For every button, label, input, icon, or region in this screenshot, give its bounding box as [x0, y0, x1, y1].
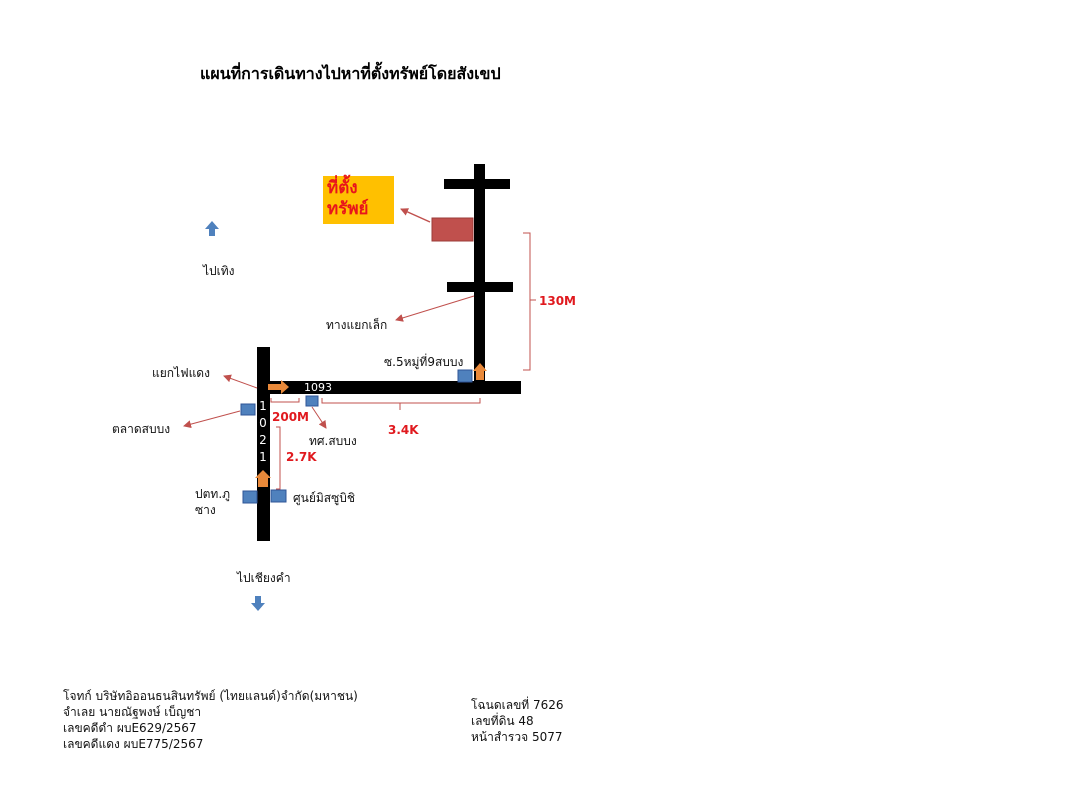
deed-info-line: โฉนดเลขที่ 7626	[471, 698, 564, 712]
label-mitsubishi-center: ศูนย์มิสซูบิชิ	[293, 491, 355, 505]
case-info-line: เลขคดีแดง ผบE775/2567	[63, 737, 204, 751]
case-info-line: เลขคดีดำ ผบE629/2567	[63, 721, 197, 735]
deed-info: โฉนดเลขที่ 7626 เลขที่ดิน 48 หน้าสำรวจ 5…	[471, 697, 564, 745]
orange-arrow-up-icon	[473, 363, 487, 380]
distance-2-7k: 2.7K	[286, 450, 317, 464]
case-info-line: จำเลย นายณัฐพงษ์ เบ็ญชา	[63, 705, 202, 719]
case-info: โจทก์ บริษัทอิออนธนสินทรัพย์ (ไทยแลนด์)จ…	[63, 688, 358, 752]
north-arrow-icon	[205, 221, 219, 236]
bracket-130m	[523, 232, 536, 371]
distance-200m: 200M	[272, 410, 309, 424]
deed-info-line: เลขที่ดิน 48	[471, 714, 534, 728]
marker-market	[240, 403, 256, 416]
pointer-site	[400, 208, 431, 223]
orange-arrow-right-icon	[268, 380, 289, 394]
road-soi-5	[474, 164, 485, 386]
label-small-junction: ทางแยกเล็ก	[326, 318, 388, 332]
road-number-digit: 1	[259, 450, 267, 464]
distance-130m: 130M	[539, 294, 576, 308]
bracket-3-4k	[321, 398, 481, 410]
marker-ptt-station	[242, 490, 258, 504]
map-title: แผนที่การเดินทางไปหาที่ตั้งทรัพย์โดยสังเ…	[200, 64, 501, 83]
road-number-1093: 1093	[304, 381, 332, 394]
road-number-digit: 0	[259, 416, 267, 430]
road-number-digit: 1	[259, 399, 267, 413]
marker-soi	[457, 369, 473, 383]
bracket-200m	[270, 398, 300, 403]
deed-info-line: หน้าสำรวจ 5077	[471, 730, 563, 744]
label-market: ตลาดสบบง	[112, 422, 171, 436]
bracket-2-7k	[276, 426, 281, 490]
south-arrow-icon	[251, 596, 265, 611]
cross-road-top	[444, 179, 510, 189]
label-municipality: ทศ.สบบง	[309, 434, 357, 448]
label-traffic-light: แยกไฟแดง	[152, 366, 210, 380]
label-ptt-station: ปตท.ภูซาง	[195, 487, 231, 517]
marker-mitsubishi	[270, 489, 287, 503]
pointer-municipality	[311, 406, 327, 429]
site-label-line: ทรัพย์	[327, 199, 369, 219]
road-1093	[257, 381, 521, 394]
label-to-chiang-kham: ไปเชียงคำ	[237, 571, 291, 585]
case-info-line: โจทก์ บริษัทอิออนธนสินทรัพย์ (ไทยแลนด์)จ…	[63, 689, 358, 703]
parcel-marker	[431, 217, 474, 242]
road-number-digit: 2	[259, 433, 267, 447]
label-to-theng: ไปเทิง	[203, 264, 235, 278]
cross-road-small-junction	[447, 282, 513, 292]
site-label-box: ที่ตั้ง ทรัพย์	[323, 176, 394, 224]
road-1021	[257, 347, 270, 541]
label-soi: ซ.5หมู่ที่9สบบง	[384, 355, 464, 369]
orange-arrow-up-icon	[255, 470, 271, 487]
pointer-market	[183, 410, 241, 429]
pointer-small-junction	[395, 295, 475, 322]
distance-3-4k: 3.4K	[388, 423, 419, 437]
site-label-line: ที่ตั้ง	[327, 178, 358, 198]
marker-municipality	[305, 395, 319, 407]
road-number-1021: 1 0 2 1	[258, 398, 268, 466]
pointer-traffic-light	[223, 374, 258, 389]
